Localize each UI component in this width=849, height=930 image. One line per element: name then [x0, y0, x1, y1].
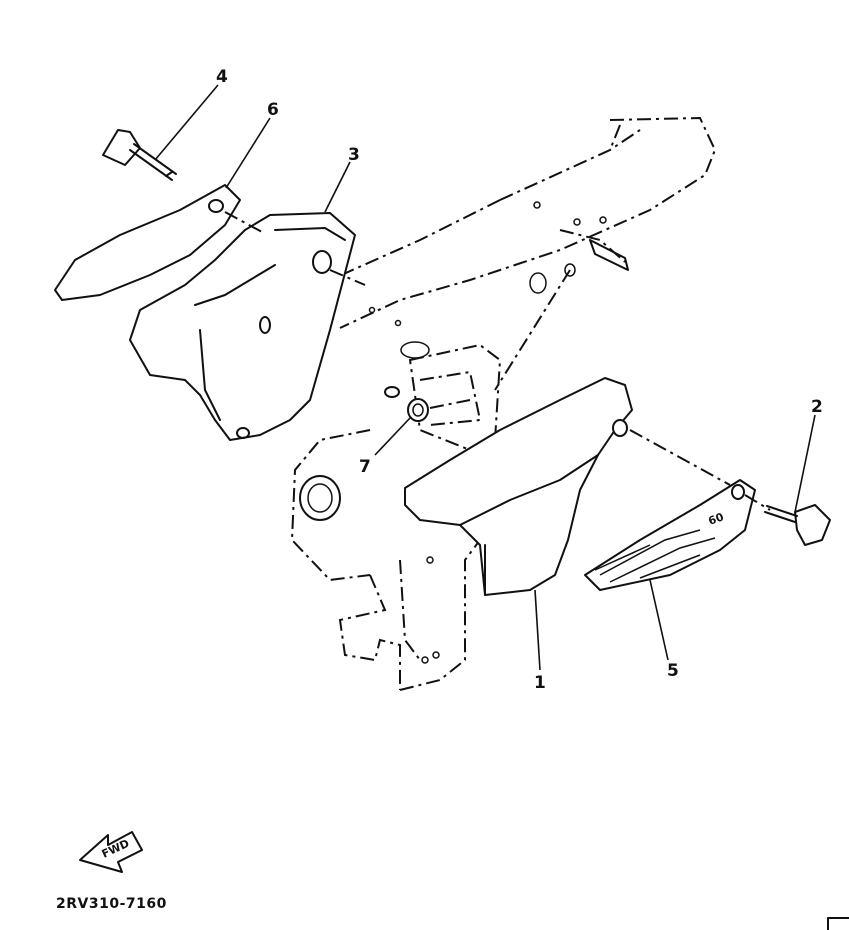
side-emblem[interactable]: 60 [584, 479, 756, 591]
callout-2: 2 [794, 397, 823, 513]
left-cover-panel[interactable] [54, 184, 241, 301]
callout-number: 3 [348, 145, 360, 165]
callout-number: 2 [811, 397, 823, 417]
cover-badge: 60 [707, 510, 726, 528]
left-cover-bracket[interactable] [129, 212, 356, 441]
callout-6: 6 [225, 100, 279, 189]
callout-1: 1 [534, 589, 546, 693]
callout-7: 7 [359, 417, 411, 477]
callout-number: 4 [216, 67, 228, 87]
leader-lines [224, 211, 771, 511]
callout-number: 1 [534, 673, 546, 693]
frame-details [299, 201, 629, 664]
callout-4: 4 [154, 67, 228, 161]
grommet[interactable] [384, 386, 429, 422]
callout-number: 6 [267, 100, 279, 120]
callout-5: 5 [649, 579, 679, 681]
left-knob-screw[interactable] [102, 129, 177, 181]
callout-3: 3 [324, 145, 360, 213]
fwd-arrow-icon: FWD [79, 831, 143, 873]
corner-bracket-icon [827, 917, 849, 930]
right-knob-screw[interactable] [764, 504, 831, 546]
right-side-cover[interactable] [404, 377, 633, 596]
callout-number: 7 [359, 457, 371, 477]
diagram-code: 2RV310-7160 [56, 896, 167, 912]
frame-outline [269, 116, 717, 691]
callout-number: 5 [667, 661, 679, 681]
